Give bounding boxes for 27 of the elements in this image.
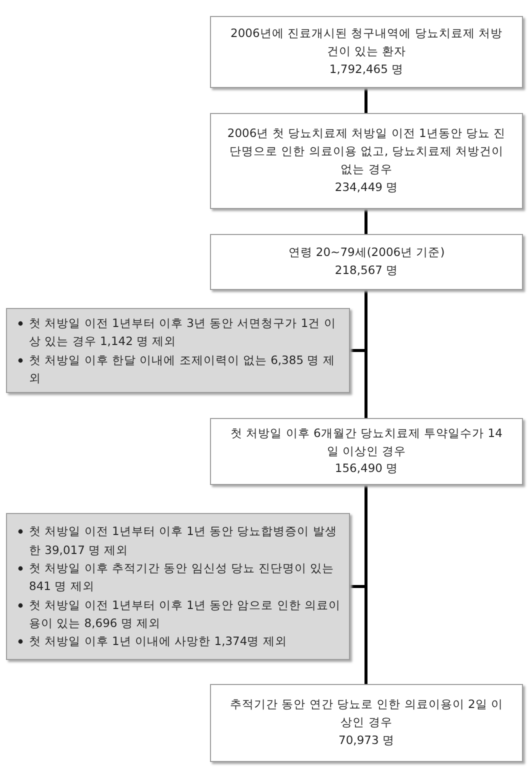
exclusion-criterion: 첫 처방일 이후 추적기간 동안 임신성 당뇨 진단명이 있는 841 명 제외	[17, 558, 341, 596]
criterion-text: 2006년 첫 당뇨치료제 처방일 이전 1년동안 당뇨 진단명으로 인한 의료이용 없고, 당뇨치료제 처방건이 없는 경우	[226, 125, 507, 178]
exclusion-box	[6, 308, 350, 393]
connector-line	[350, 485, 368, 588]
criterion-text: 연령 20~79세(2006년 기준)	[287, 244, 446, 262]
connector-line	[350, 290, 368, 352]
criterion-text: 2006년에 진료개시된 청구내역에 당뇨치료제 처방건이 있는 환자	[230, 25, 504, 60]
exclusion-criterion: 첫 처방일 이후 한달 이내에 조제이력이 없는 6,385 명 제외	[17, 350, 341, 388]
criterion-text: 추적기간 동안 연간 당뇨로 인한 의료이용이 2일 이상인 경우	[229, 696, 504, 732]
process-box	[210, 684, 523, 762]
connector-line	[364, 88, 368, 113]
exclusion-box	[6, 513, 350, 660]
patient-count: 1,792,465 명	[328, 60, 405, 78]
criterion-text: 첫 처방일 이후 6개월간 당뇨치료제 투약일수가 14일 이상인 경우	[230, 424, 504, 460]
process-box	[210, 234, 523, 290]
process-box	[210, 418, 523, 485]
patient-count: 70,973 명	[338, 732, 396, 749]
process-box	[210, 16, 523, 88]
connector-line	[364, 209, 368, 234]
process-box	[210, 113, 523, 209]
exclusion-criterion: 첫 처방일 이후 1년 이내에 사망한 1,374명 제외	[17, 632, 341, 651]
exclusion-criterion: 첫 처방일 이전 1년부터 이후 3년 동안 서면청구가 1건 이상 있는 경우 1,142 명 제외	[17, 314, 341, 350]
exclusion-criterion: 첫 처방일 이전 1년부터 이후 1년 동안 암으로 인한 의료이용이 있는 8,696 명 제외	[17, 596, 341, 632]
patient-count: 234,449 명	[334, 178, 400, 196]
patient-count: 156,490 명	[334, 460, 400, 478]
patient-count: 218,567 명	[334, 262, 400, 279]
exclusion-criterion: 첫 처방일 이전 1년부터 이후 1년 동안 당뇨합병증이 발생한 39,017 명 제외	[17, 522, 341, 559]
